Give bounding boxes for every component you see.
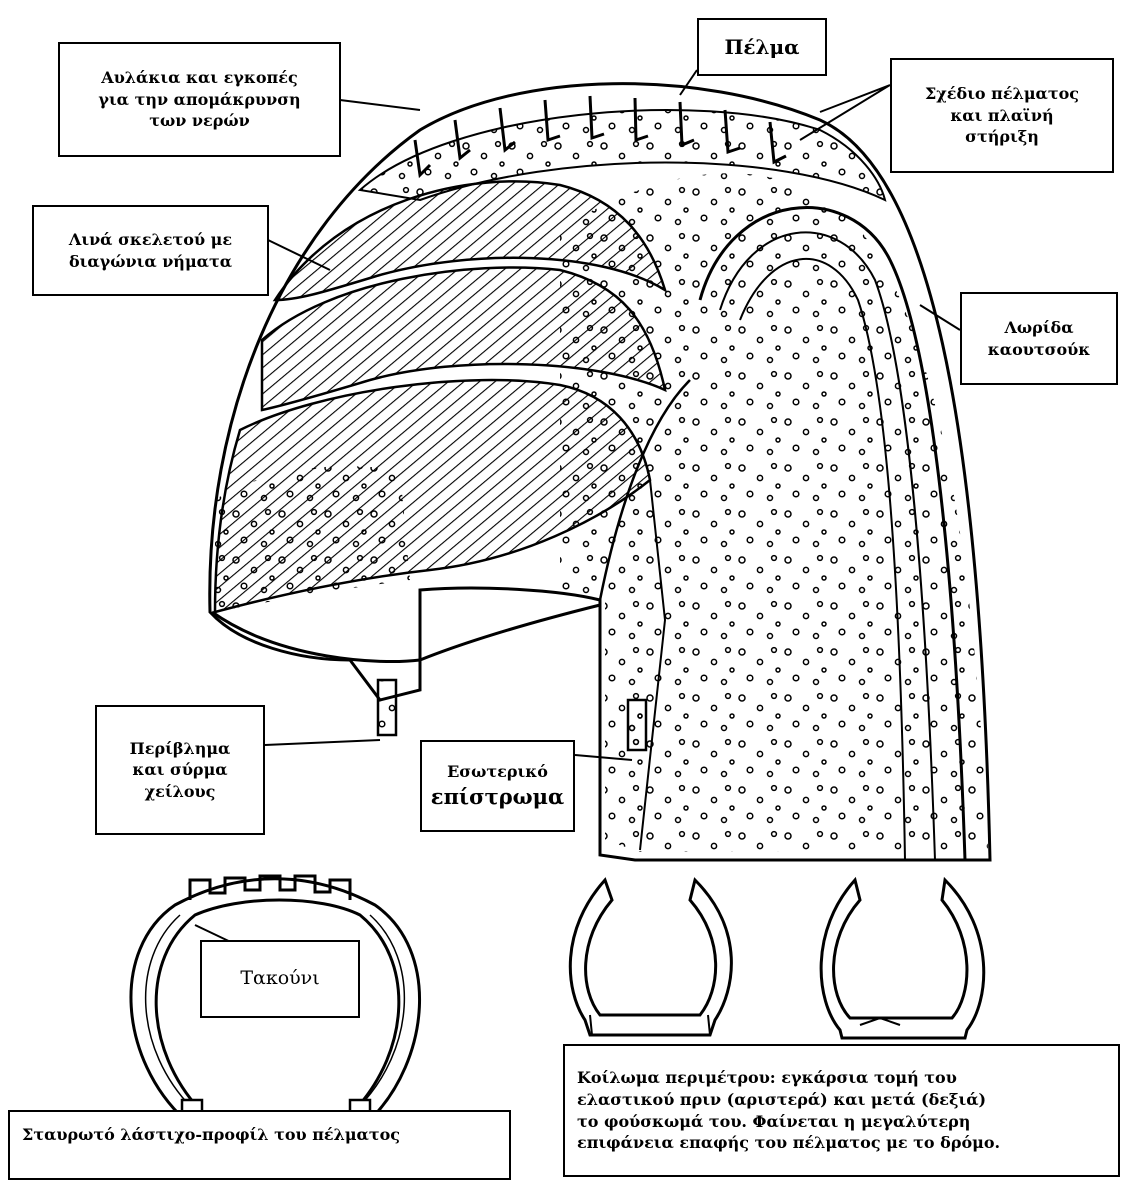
label-rubber-strip-text: Λωρίδα καουτσούκ	[988, 317, 1090, 360]
tire-cutaway	[210, 84, 990, 860]
bead-wire	[378, 680, 396, 735]
label-inner-liner-text-2: επίστρωμα	[431, 783, 564, 811]
cross-profile-caption: Σταυρωτό λάστιχο-προφίλ του πέλματος	[8, 1110, 511, 1180]
label-block-text: Τακούνι	[240, 966, 319, 992]
label-inner-liner-text-1: Εσωτερικό	[447, 761, 548, 783]
label-bead: Περίβλημα και σύρμα χείλους	[95, 705, 265, 835]
label-carcass-plies-text: Λινά σκελετού με διαγώνια νήματα	[69, 229, 232, 272]
label-tread-text: Πέλμα	[724, 34, 799, 61]
label-carcass-plies: Λινά σκελετού με διαγώνια νήματα	[32, 205, 269, 296]
label-rubber-strip: Λωρίδα καουτσούκ	[960, 292, 1118, 385]
profile-before	[570, 880, 731, 1035]
cavity-caption: Κοίλωμα περιμέτρου: εγκάρσια τομή του ελ…	[563, 1044, 1120, 1177]
label-inner-liner: Εσωτερικό επίστρωμα	[420, 740, 575, 832]
label-tread: Πέλμα	[697, 18, 827, 76]
label-water-grooves-text: Αυλάκια και εγκοπές για την απομάκρυνση …	[98, 67, 300, 132]
label-tread-pattern-text: Σχέδιο πέλματος και πλαϊνή στήριξη	[925, 83, 1079, 148]
label-water-grooves: Αυλάκια και εγκοπές για την απομάκρυνση …	[58, 42, 341, 157]
label-tread-pattern: Σχέδιο πέλματος και πλαϊνή στήριξη	[890, 58, 1114, 173]
cross-profile-caption-text: Σταυρωτό λάστιχο-προφίλ του πέλματος	[22, 1124, 400, 1146]
cavity-caption-text: Κοίλωμα περιμέτρου: εγκάρσια τομή του ελ…	[577, 1067, 1000, 1153]
label-block: Τακούνι	[200, 940, 360, 1018]
label-bead-text: Περίβλημα και σύρμα χείλους	[130, 738, 231, 803]
profile-after	[821, 880, 984, 1038]
